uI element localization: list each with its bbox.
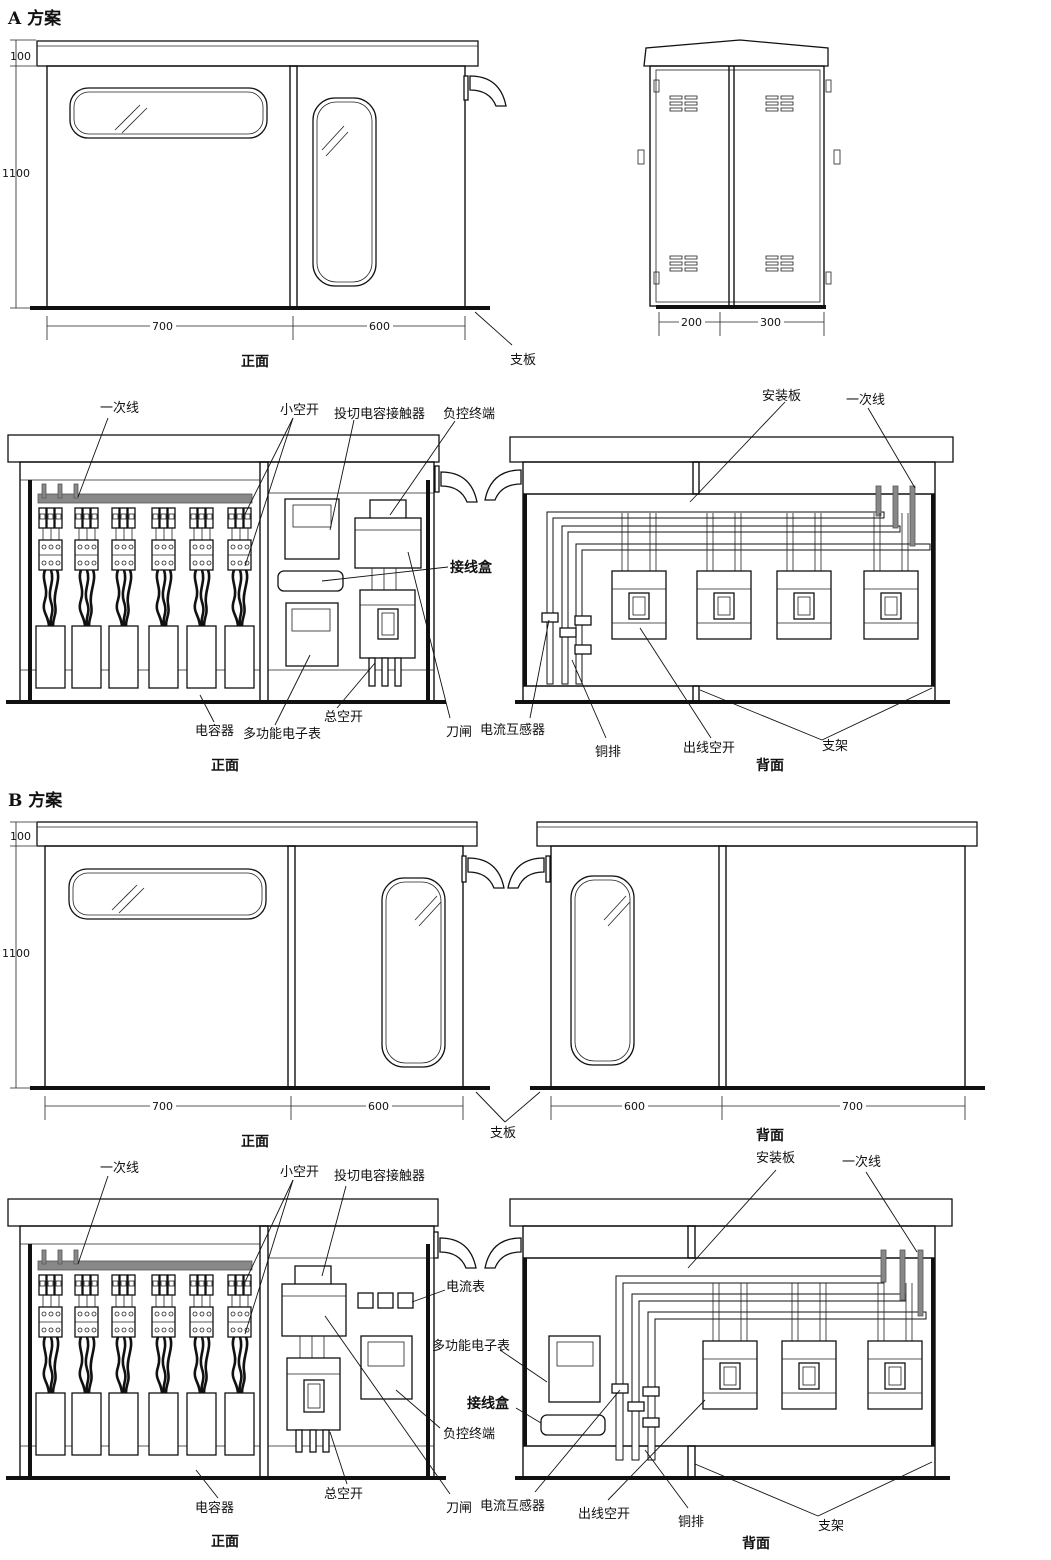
dim-600-a: 600 xyxy=(369,320,390,333)
heading-b: B 方案 xyxy=(8,790,63,811)
label-dianrongqi-a: 电容器 xyxy=(195,723,234,739)
front-internal-b xyxy=(6,1198,477,1480)
dim-700-b1: 700 xyxy=(152,1100,173,1113)
label-front-b2: 正面 xyxy=(211,1534,239,1550)
label-xiaokongkai-b: 小空开 xyxy=(280,1165,319,1180)
label-yicixian-b1: 一次线 xyxy=(100,1160,139,1176)
label-zhiban-a: 支板 xyxy=(510,353,536,368)
label-daozha-a: 刀闸 xyxy=(446,725,472,740)
label-chuxiankongkai-b: 出线空开 xyxy=(578,1507,630,1522)
dim-horizontal-b: 700 600 600 700 xyxy=(44,1096,966,1120)
label-dianrongqi-b: 电容器 xyxy=(195,1500,234,1516)
label-front-a2: 正面 xyxy=(211,758,239,774)
label-chuxiankongkai-a: 出线空开 xyxy=(683,741,735,756)
label-tongpai-b: 铜排 xyxy=(678,1515,704,1530)
dim-horizontal-a: 700 600 xyxy=(46,316,466,340)
dim-1100-a: 1100 xyxy=(2,167,30,180)
label-dianliubiao-b: 电流表 xyxy=(446,1280,485,1295)
label-daozha-b: 刀闸 xyxy=(446,1501,472,1516)
label-anzhuangban-a: 安装板 xyxy=(762,389,801,404)
back-cabinet-b xyxy=(507,821,985,1090)
label-zongkongkai-a: 总空开 xyxy=(324,710,363,725)
dim-600-b1: 600 xyxy=(368,1100,389,1113)
dim-200-a: 200 xyxy=(681,316,702,329)
label-front-a1: 正面 xyxy=(241,354,269,370)
label-dianliuhuganqi-b: 电流互感器 xyxy=(480,1498,545,1514)
label-yicixian-a1: 一次线 xyxy=(100,400,139,416)
front-cabinet-a xyxy=(30,40,507,310)
dim-700-b2: 700 xyxy=(842,1100,863,1113)
dim-1100-b: 1100 xyxy=(2,947,30,960)
label-yicixian-b2: 一次线 xyxy=(842,1154,881,1170)
label-fukong-a: 负控终端 xyxy=(443,406,495,422)
label-zongkongkai-b: 总空开 xyxy=(324,1487,363,1502)
label-zhijia-b: 支架 xyxy=(818,1519,844,1534)
annotations-b: 一次线 小空开 投切电容接触器 电流表 多功能电子表 接线盒 负控终端 电容器 … xyxy=(77,1151,933,1552)
label-yicixian-a2: 一次线 xyxy=(846,392,885,408)
side-cabinet-a xyxy=(637,39,841,309)
front-internal-a xyxy=(6,434,478,704)
label-zhiban-b: 支板 xyxy=(490,1126,516,1141)
dim-100-b: 100 xyxy=(10,830,31,843)
dim-100-a: 100 xyxy=(10,50,31,63)
label-anzhuangban-b: 安装板 xyxy=(756,1151,795,1166)
label-fukong-b: 负控终端 xyxy=(443,1426,495,1442)
annotations-a: 一次线 小空开 投切电容接触器 负控终端 接线盒 电容器 多功能电子表 总空开 … xyxy=(77,389,933,774)
heading-a: A 方案 xyxy=(7,8,62,29)
label-dianliuhuganqi-a: 电流互感器 xyxy=(480,722,545,738)
label-jiexianhe-a: 接线盒 xyxy=(450,559,493,576)
label-duogongneng-a: 多功能电子表 xyxy=(243,726,321,742)
label-back-a: 背面 xyxy=(756,757,784,774)
label-duogongneng-b: 多功能电子表 xyxy=(432,1338,510,1354)
label-front-b1: 正面 xyxy=(241,1134,269,1150)
label-touqie-b: 投切电容接触器 xyxy=(334,1168,425,1184)
dim-300-a: 300 xyxy=(760,316,781,329)
label-back-b1: 背面 xyxy=(756,1127,784,1144)
label-zhijia-a: 支架 xyxy=(822,739,848,754)
label-xiaokongkai-a: 小空开 xyxy=(280,403,319,418)
front-cabinet-b xyxy=(30,821,505,1090)
label-jiexianhe-b: 接线盒 xyxy=(467,1395,510,1412)
back-internal-a xyxy=(484,436,954,704)
dim-vertical-a: 100 1100 xyxy=(2,39,36,309)
label-touqie-a: 投切电容接触器 xyxy=(334,406,425,422)
dim-vertical-b: 100 1100 xyxy=(2,821,36,1089)
back-internal-b xyxy=(484,1198,953,1480)
dim-700-a: 700 xyxy=(152,320,173,333)
dim-600-b2: 600 xyxy=(624,1100,645,1113)
label-back-b2: 背面 xyxy=(742,1535,770,1552)
label-tongpai-a: 铜排 xyxy=(595,745,621,760)
dim-horizontal-side-a: 200 300 xyxy=(658,312,825,336)
